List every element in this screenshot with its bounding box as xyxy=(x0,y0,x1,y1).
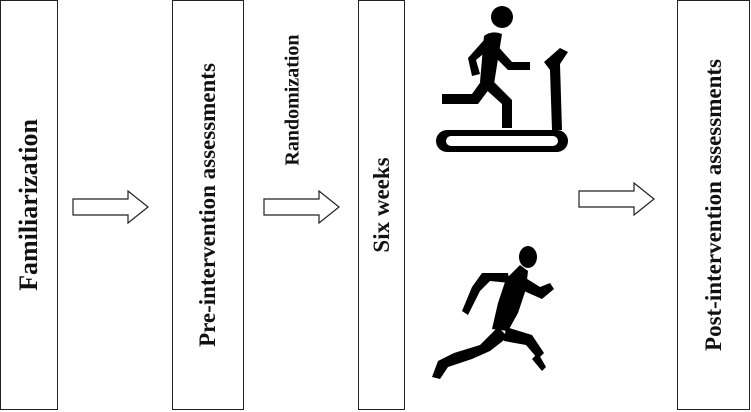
treadmill-runner-icon xyxy=(436,6,568,152)
arrow-icon xyxy=(578,182,655,216)
stage-six-weeks: Six weeks xyxy=(358,0,405,410)
stage-six-weeks-label: Six weeks xyxy=(368,157,394,253)
arrow-icon xyxy=(263,190,340,224)
stage-pre-intervention-label: Pre-intervention assessments xyxy=(195,63,220,347)
stage-familiarization: Familiarization xyxy=(0,0,58,410)
stage-post-intervention: Post-intervention assessments xyxy=(677,0,750,410)
randomization-label: Randomization xyxy=(281,34,304,166)
arrow-icon xyxy=(72,190,149,224)
stage-post-intervention-label: Post-intervention assessments xyxy=(700,59,726,351)
stage-familiarization-label: Familiarization xyxy=(14,119,43,291)
stage-pre-intervention: Pre-intervention assessments xyxy=(172,0,244,410)
runner-silhouette-icon xyxy=(432,246,554,379)
